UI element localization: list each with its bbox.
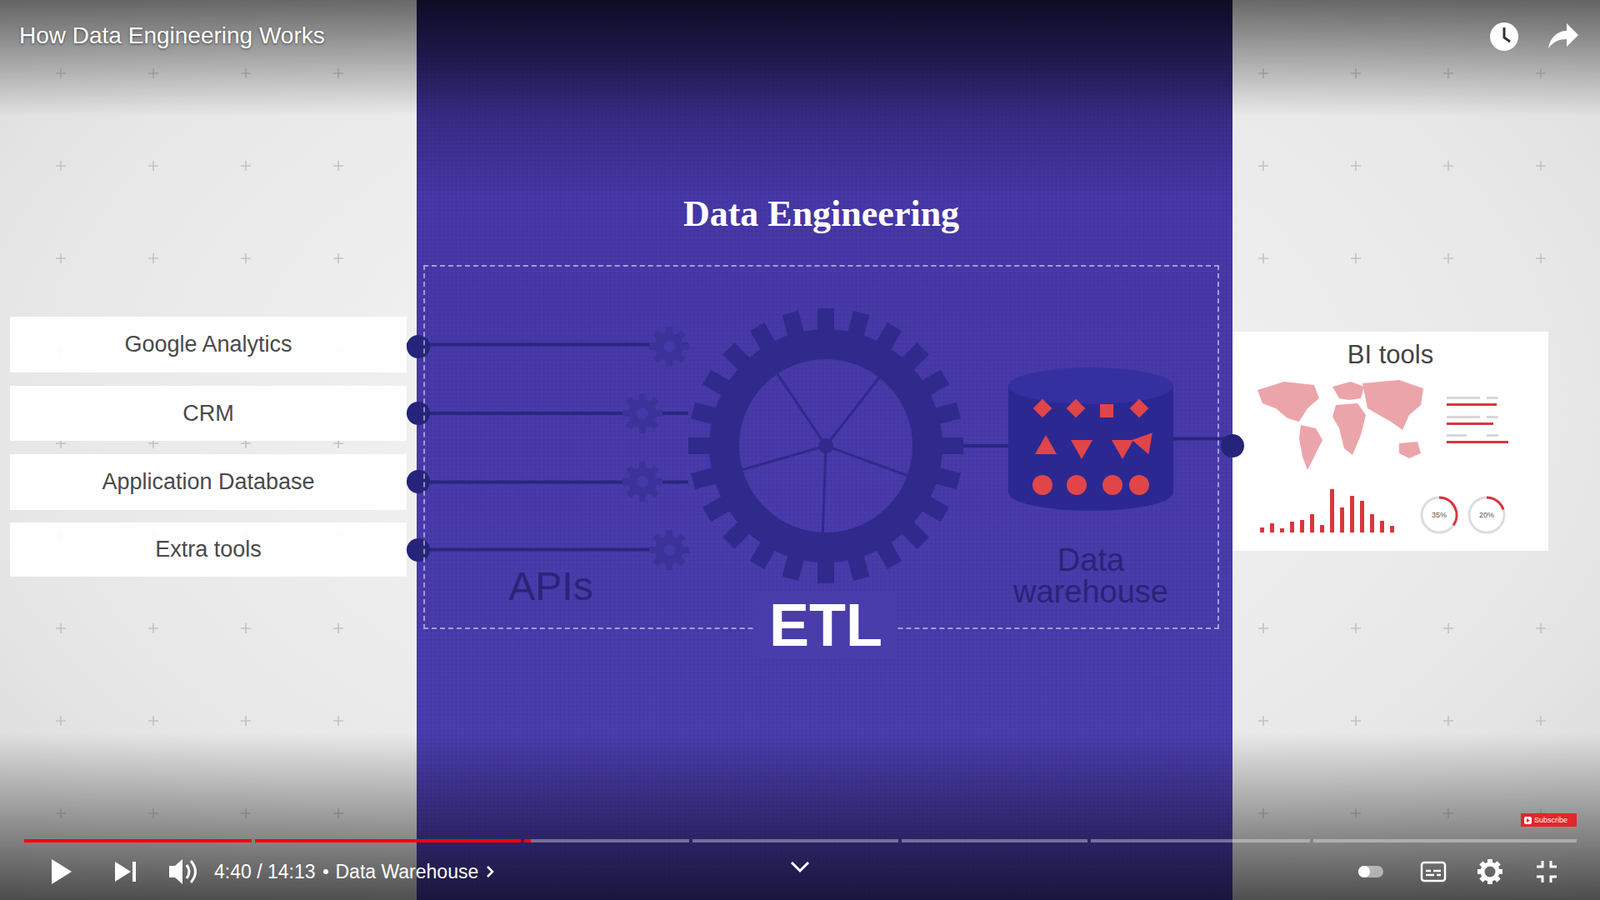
connector-line xyxy=(406,343,689,347)
etl-label: ETL xyxy=(755,592,896,659)
time-bar: 4:40 / 14:13 Data Warehouse xyxy=(214,858,495,885)
source-name: CRM xyxy=(182,400,235,427)
label-slot: Subscribe xyxy=(1534,815,1568,825)
api-gears xyxy=(622,326,690,570)
etl-gear: ETL xyxy=(688,308,964,584)
panel-heading: Data Engineering xyxy=(425,193,1218,235)
source-box: CRM xyxy=(10,385,407,441)
title-host: How Data Engineering Works xyxy=(19,21,325,50)
connector-line xyxy=(963,444,1009,448)
column-label: APIs xyxy=(508,564,593,609)
label-host: 35% xyxy=(1431,510,1447,520)
source-name: Application Database xyxy=(101,469,315,495)
bullet-dot xyxy=(323,869,329,875)
top-shade xyxy=(0,0,1600,117)
player-icons xyxy=(51,22,1579,885)
subscribe-badge: Subscribe xyxy=(1520,813,1577,827)
panel-heading: BI tools xyxy=(1232,340,1549,370)
label-slot: 4:40 / 14:13 xyxy=(214,860,316,884)
source-dots xyxy=(406,335,430,562)
source-box: Application Database xyxy=(10,454,407,510)
percent-label: 20% xyxy=(1479,510,1495,520)
label-host: APIs xyxy=(508,564,593,610)
warehouse-cylinder: Data warehouse xyxy=(1008,367,1174,510)
source-name: Extra tools xyxy=(155,536,262,563)
time-code: 4:40 / 14:13 xyxy=(214,860,316,883)
chapter-name: Data Warehouse xyxy=(335,860,480,883)
chevron-icon xyxy=(485,865,495,879)
cylinder-shape xyxy=(1008,367,1174,510)
bi-panel: BI tools xyxy=(1232,331,1549,551)
progress-bar xyxy=(24,839,1577,843)
connector-line xyxy=(406,548,689,552)
label-slot: Data Warehouse xyxy=(335,860,480,884)
badge-text: Subscribe xyxy=(1534,815,1568,825)
source-box: Extra tools xyxy=(10,522,407,577)
label-host: 20% xyxy=(1479,510,1495,520)
percent-label: 35% xyxy=(1431,510,1447,520)
source-box: Google Analytics xyxy=(10,316,407,373)
gear-shape xyxy=(688,308,964,584)
warehouse-label: Data warehouse xyxy=(999,544,1183,608)
bottom-shade xyxy=(0,733,1600,900)
source-name: Google Analytics xyxy=(124,331,292,358)
badge-icon xyxy=(1524,816,1532,825)
video-title: How Data Engineering Works xyxy=(19,22,325,49)
